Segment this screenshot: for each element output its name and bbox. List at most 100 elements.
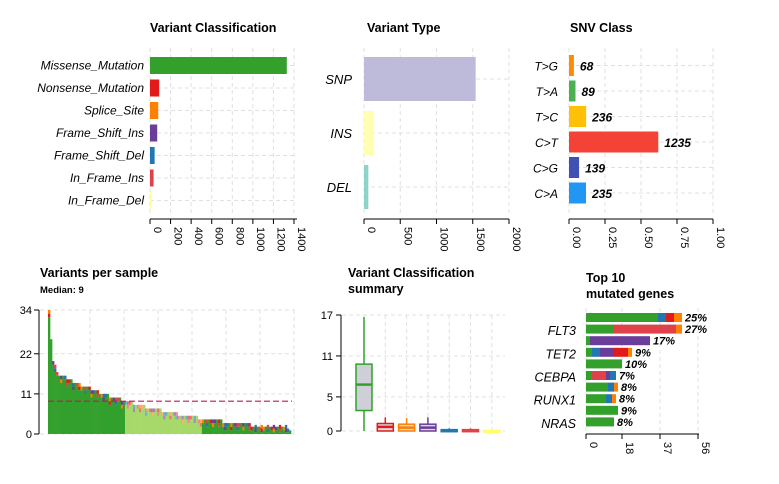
vc-tick-label: 200 bbox=[172, 227, 184, 245]
vps-bar-segment bbox=[137, 408, 140, 434]
vc-bar bbox=[150, 79, 160, 97]
vps-bar-segment bbox=[246, 423, 249, 427]
vps-bar-segment bbox=[248, 423, 251, 427]
vps-bar-segment bbox=[181, 423, 184, 434]
vps-bar-segment bbox=[222, 423, 225, 427]
tg-tick-label: 37 bbox=[661, 442, 673, 454]
tg-gene-label: RUNX1 bbox=[534, 394, 576, 408]
tg-percent-label: 25% bbox=[684, 313, 707, 325]
vps-bar-segment bbox=[278, 432, 282, 434]
vps-bar-segment bbox=[149, 408, 152, 413]
vps-bar-segment bbox=[218, 426, 221, 434]
vps-bar-segment bbox=[141, 408, 144, 434]
vps-bar-segment bbox=[72, 386, 75, 391]
vps-bar-segment bbox=[240, 423, 243, 434]
vps-bar-segment bbox=[78, 390, 81, 434]
vps-bar-segment bbox=[181, 415, 184, 420]
vc-category-label: Frame_Shift_Del bbox=[54, 149, 144, 163]
vt-bar bbox=[364, 165, 369, 209]
vps-bar-segment bbox=[50, 339, 53, 434]
vt-tick-label: 500 bbox=[401, 227, 413, 245]
tg-bar-segment bbox=[658, 313, 666, 322]
snv-title: SNV Class bbox=[570, 21, 633, 35]
vps-bar-segment bbox=[244, 423, 247, 434]
vps-bar-segment bbox=[56, 375, 59, 434]
vps-bar-segment bbox=[96, 393, 99, 398]
vps-bar-segment bbox=[48, 310, 51, 314]
vps-bar-segment bbox=[250, 430, 253, 434]
vc-category-label: Missense_Mutation bbox=[41, 59, 145, 73]
vps-bar-segment bbox=[90, 397, 93, 434]
snv-tick-label: 1.00 bbox=[714, 227, 726, 248]
vps-bar-segment bbox=[165, 412, 168, 416]
vps-bar-segment bbox=[163, 412, 166, 416]
variant-classification-panel: Variant Classification Missense_Mutation… bbox=[37, 21, 307, 251]
vps-bar-segment bbox=[114, 401, 118, 405]
vt-tick-label: 0 bbox=[365, 227, 377, 233]
vps-bar-segment bbox=[110, 397, 114, 434]
vps-bar-segment bbox=[104, 393, 108, 398]
vps-bar-segment bbox=[230, 423, 233, 427]
tg-percent-label: 8% bbox=[621, 382, 637, 394]
vps-bar-segment bbox=[52, 364, 55, 434]
vc-bar bbox=[150, 192, 152, 209]
tg-title-line2: mutated genes bbox=[586, 287, 674, 301]
tg-bar-segment bbox=[674, 313, 682, 322]
vc-bar bbox=[150, 102, 159, 119]
vps-bar-segment bbox=[153, 408, 156, 413]
vps-bar-segment bbox=[226, 426, 229, 434]
tg-percent-label: 8% bbox=[617, 417, 633, 429]
vc-bar bbox=[150, 169, 154, 187]
vps-bar-segment bbox=[147, 408, 150, 434]
vps-bar-segment bbox=[228, 423, 231, 434]
vps-bar-segment bbox=[286, 428, 290, 433]
vps-bar-segment bbox=[230, 430, 233, 434]
vps-bar-segment bbox=[224, 423, 227, 427]
vps-bar-segment bbox=[222, 426, 225, 434]
vps-bar-segment bbox=[185, 415, 189, 420]
vps-bar-segment bbox=[234, 426, 237, 434]
vps-bar-segment bbox=[210, 419, 213, 424]
vps-bar-segment bbox=[100, 393, 103, 398]
tg-gene-label: NRAS bbox=[541, 417, 576, 431]
tg-bar-segment bbox=[608, 382, 614, 392]
vps-bar-segment bbox=[66, 379, 69, 383]
vps-bar-segment bbox=[282, 426, 286, 431]
vps-bar-segment bbox=[236, 426, 239, 431]
vps-bar-segment bbox=[201, 423, 205, 434]
vps-bar-segment bbox=[248, 430, 251, 434]
tg-percent-label: 10% bbox=[625, 359, 647, 371]
tg-bar-segment bbox=[586, 371, 592, 380]
vps-bar-segment bbox=[82, 386, 85, 434]
vps-bar-segment bbox=[203, 419, 207, 434]
snv-tick-label: 0.75 bbox=[678, 227, 690, 248]
vps-bar-segment bbox=[193, 423, 197, 434]
vps-bar-segment bbox=[131, 401, 134, 434]
vps-bar-segment bbox=[272, 432, 276, 434]
tg-bar-segment bbox=[614, 324, 676, 334]
vps-bar-segment bbox=[90, 390, 93, 394]
vps-bar-segment bbox=[268, 426, 272, 434]
vc-tick-label: 600 bbox=[213, 227, 225, 245]
vcs-title-line1: Variant Classification bbox=[348, 266, 474, 280]
tg-bar-segment bbox=[600, 347, 614, 357]
vps-bar-segment bbox=[157, 408, 160, 413]
vps-bar-segment bbox=[120, 404, 124, 409]
vps-bar-segment bbox=[157, 415, 160, 434]
snv-bar bbox=[569, 131, 659, 153]
vt-category-label: INS bbox=[330, 126, 352, 141]
vps-bar-segment bbox=[254, 428, 257, 433]
vc-tick-label: 1000 bbox=[254, 227, 266, 251]
tg-bar-segment bbox=[586, 313, 658, 322]
vps-bar-segment bbox=[129, 404, 132, 434]
vps-bar-segment bbox=[124, 404, 128, 434]
tg-bar-segment bbox=[586, 417, 614, 427]
vc-tick-label: 1200 bbox=[274, 227, 286, 251]
vps-bar-segment bbox=[214, 423, 217, 434]
vps-bar-segment bbox=[116, 401, 120, 434]
vt-category-label: SNP bbox=[325, 72, 352, 87]
vps-bar-segment bbox=[126, 404, 130, 409]
vps-bar-segment bbox=[175, 415, 178, 420]
vps-bar-segment bbox=[254, 432, 257, 434]
